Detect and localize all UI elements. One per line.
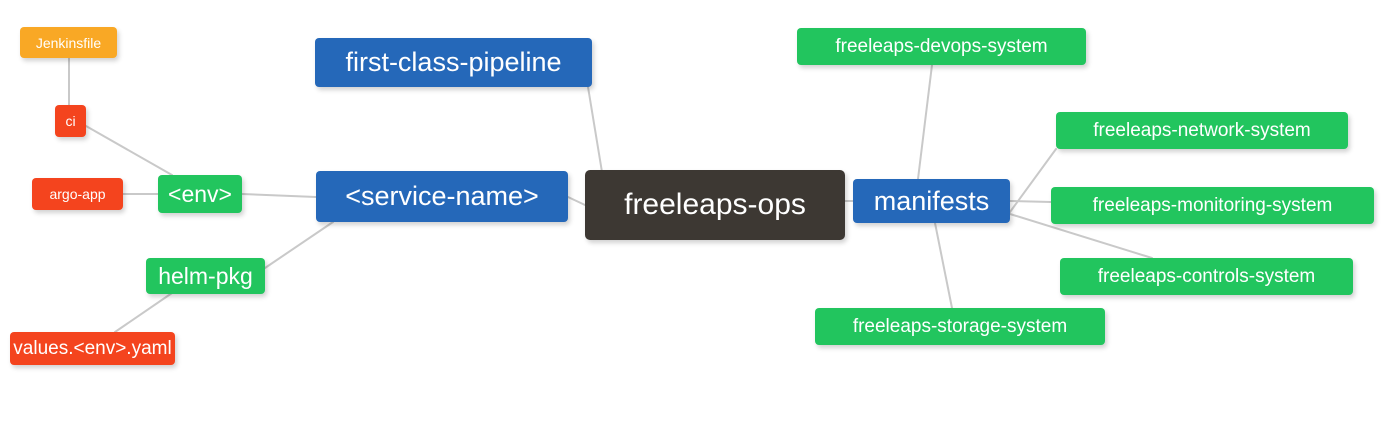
edge-env-to-ci [85, 125, 173, 176]
node-env[interactable]: <env> [158, 175, 242, 213]
edge-manifests-to-network [1009, 148, 1057, 213]
node-network[interactable]: freeleaps-network-system [1056, 112, 1348, 149]
edge-root-to-service-name [567, 196, 586, 206]
node-argo-app[interactable]: argo-app [32, 178, 123, 210]
node-jenkinsfile[interactable]: Jenkinsfile [20, 27, 117, 58]
edge-service-name-to-env [241, 193, 317, 198]
node-ci[interactable]: ci [55, 105, 86, 137]
node-service-name[interactable]: <service-name> [316, 171, 568, 222]
edge-service-name-to-helm-pkg [264, 221, 334, 269]
node-pipeline[interactable]: first-class-pipeline [315, 38, 592, 87]
node-root[interactable]: freeleaps-ops [585, 170, 845, 240]
node-manifests[interactable]: manifests [853, 179, 1010, 223]
node-values-yaml[interactable]: values.<env>.yaml [10, 332, 175, 365]
edge-manifests-to-storage [934, 222, 953, 309]
node-helm-pkg[interactable]: helm-pkg [146, 258, 265, 294]
node-storage[interactable]: freeleaps-storage-system [815, 308, 1105, 345]
node-monitoring[interactable]: freeleaps-monitoring-system [1051, 187, 1374, 224]
edge-helm-pkg-to-values-yaml [114, 292, 173, 333]
edge-root-to-pipeline [587, 86, 603, 173]
node-controls[interactable]: freeleaps-controls-system [1060, 258, 1353, 295]
edge-manifests-to-monitoring [1009, 200, 1052, 203]
node-devops[interactable]: freeleaps-devops-system [797, 28, 1086, 65]
edge-manifests-to-devops [917, 64, 933, 180]
